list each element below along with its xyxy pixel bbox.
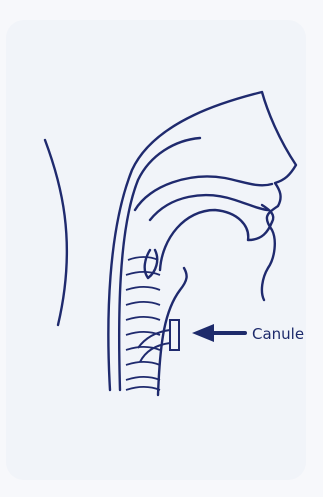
canule-label: Canule: [252, 325, 304, 343]
